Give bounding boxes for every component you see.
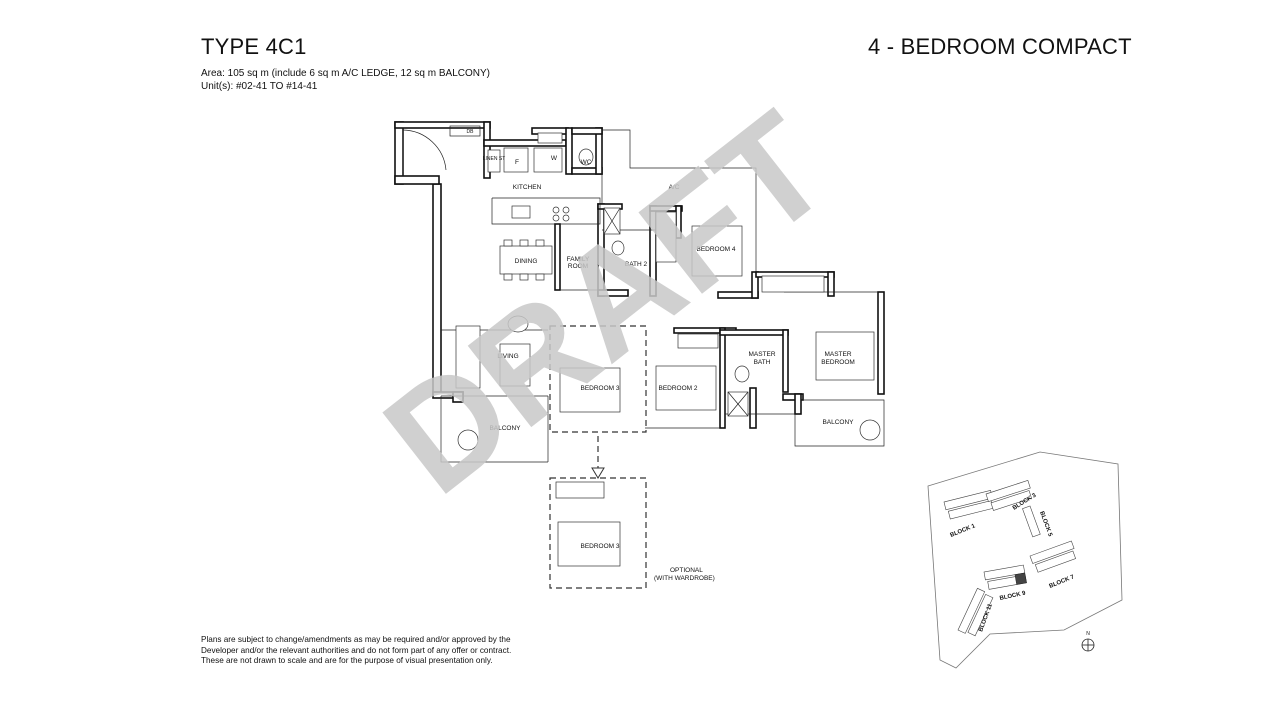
- balcony-chair-2: [859, 419, 881, 441]
- label-ac: A/C: [669, 184, 680, 191]
- label-balcony-left: BALCONY: [489, 425, 521, 432]
- bedroom3-outline: [549, 325, 647, 433]
- label-master-bath-2: BATH: [754, 359, 771, 366]
- label-bedroom3-optional: BEDROOM 3: [580, 543, 619, 550]
- furniture: [455, 132, 881, 567]
- label-bedroom4: BEDROOM 4: [696, 246, 735, 253]
- unit-type-title: TYPE 4C1: [201, 34, 307, 59]
- option-arrow-head: [591, 467, 605, 479]
- label-dining: DINING: [515, 258, 538, 265]
- fridge: [503, 147, 529, 173]
- label-balcony-right: BALCONY: [822, 419, 854, 426]
- unit-area: Area: 105 sq m (include 6 sq m A/C LEDGE…: [201, 68, 491, 79]
- kitchen-sink: [511, 205, 531, 219]
- linen-store: [487, 149, 501, 173]
- unit-numbers: Unit(s): #02-41 TO #14-41: [201, 81, 318, 92]
- dining-table: [499, 245, 553, 275]
- site-block9: BLOCK 9: [999, 590, 1027, 601]
- north-label: N: [1086, 631, 1090, 637]
- label-linen: LINEN ST: [483, 156, 506, 162]
- unit-category-title: 4 - BEDROOM COMPACT: [868, 34, 1132, 59]
- label-living: LIVING: [497, 353, 518, 360]
- unit-location-marker: [1014, 572, 1027, 585]
- draft-watermark: DRAFT: [354, 80, 858, 525]
- floor-plan-walls: [394, 121, 885, 429]
- bedroom3-bed: [559, 367, 621, 413]
- label-bath2: BATH 2: [625, 261, 648, 268]
- optional-bedroom3-outline: [549, 477, 647, 589]
- label-bedroom3: BEDROOM 3: [580, 385, 619, 392]
- bedroom4-bed: [691, 225, 743, 277]
- label-optional-2: (WITH WARDROBE): [654, 575, 715, 582]
- label-bedroom2: BEDROOM 2: [658, 385, 697, 392]
- label-master-bedroom-2: BEDROOM: [821, 359, 855, 366]
- disclaimer-text: Plans are subject to change/amendments a…: [201, 635, 512, 666]
- label-family-1: FAMILY: [567, 256, 590, 263]
- site-plan: BLOCK 1 BLOCK 3 BLOCK 5 BLOCK 7 BLOCK 9 …: [927, 451, 1123, 669]
- label-washer: W: [551, 155, 558, 162]
- master-bed: [815, 331, 875, 381]
- label-wc: WC: [581, 159, 592, 166]
- label-db: DB: [467, 129, 475, 135]
- living-sofa: [499, 343, 531, 387]
- floor-plan-outline: [402, 125, 885, 463]
- bedroom2-bed: [655, 365, 717, 411]
- label-master-bath-1: MASTER: [748, 351, 775, 358]
- balcony-chair: [457, 429, 479, 451]
- optional-wardrobe: [555, 481, 605, 499]
- wc-toilet: [578, 148, 594, 166]
- tv-console: [455, 325, 481, 389]
- label-fridge: F: [515, 159, 519, 166]
- washer: [533, 147, 563, 173]
- optional-bedroom3-bed: [557, 521, 621, 567]
- label-optional-1: OPTIONAL: [670, 567, 703, 574]
- label-master-bedroom-1: MASTER: [824, 351, 851, 358]
- label-family-2: ROOM: [568, 263, 588, 270]
- label-kitchen: KITCHEN: [513, 184, 542, 191]
